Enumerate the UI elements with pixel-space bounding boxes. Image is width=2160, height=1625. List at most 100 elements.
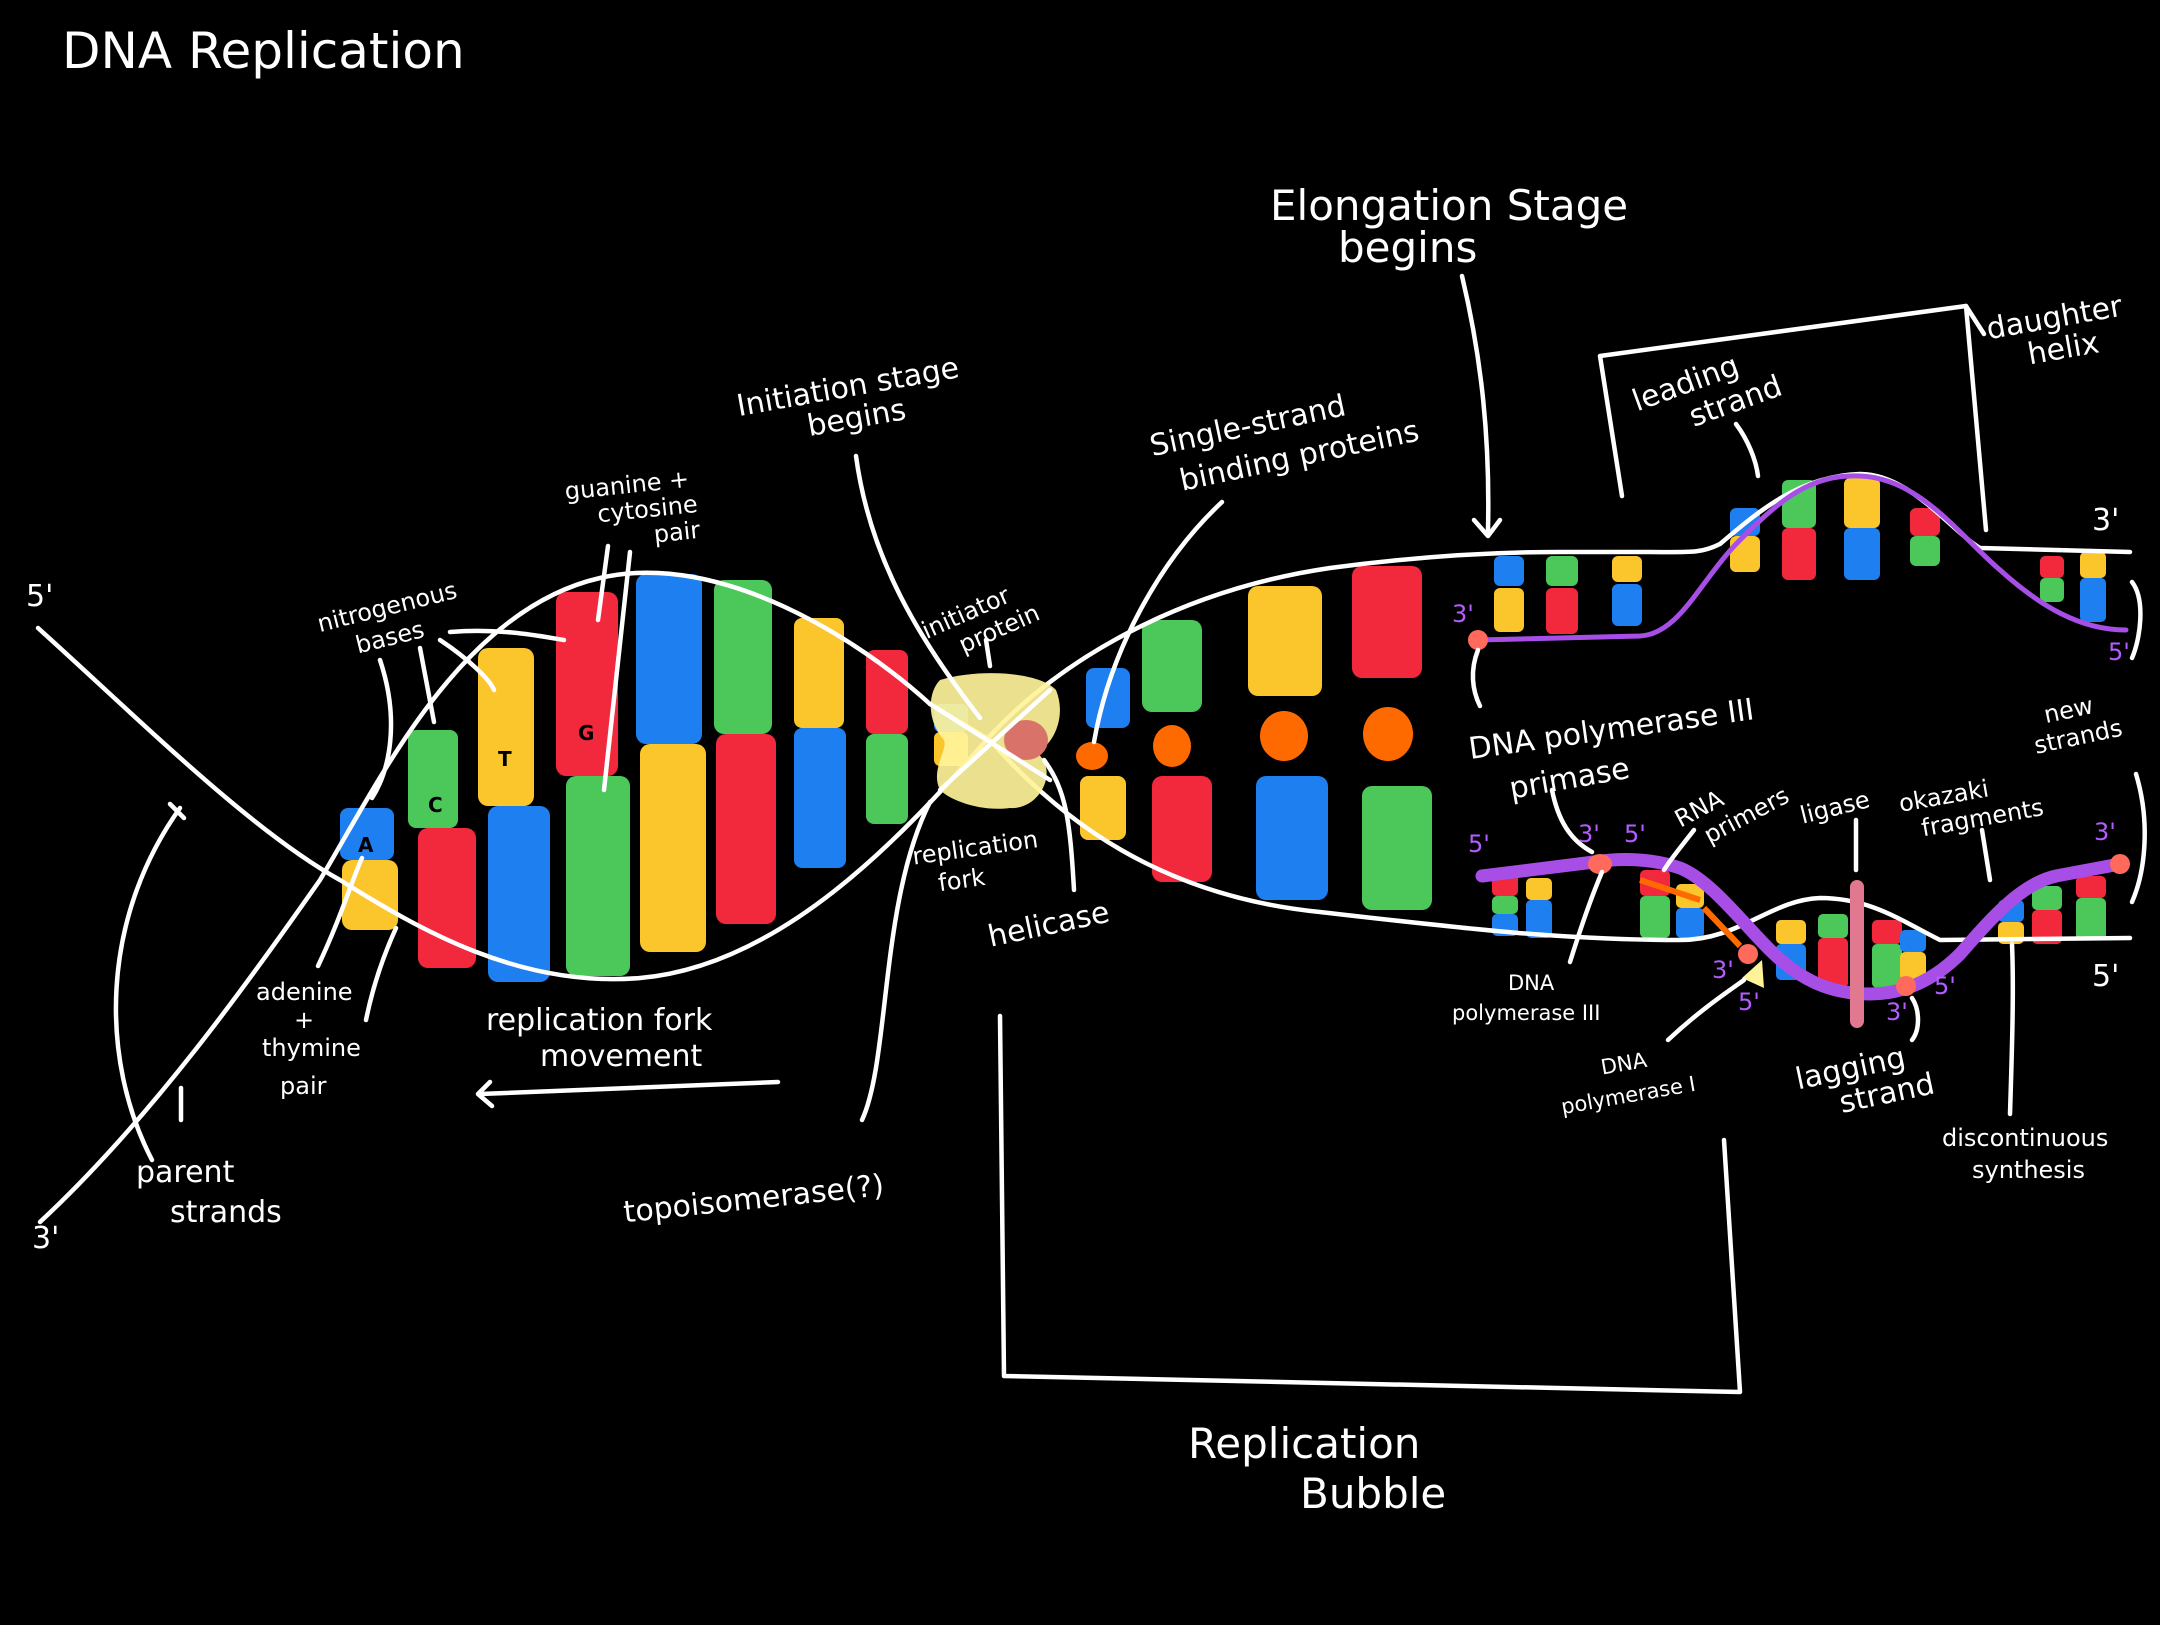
- strand-end-3-right: 3': [2092, 503, 2119, 538]
- base-cytosine: [1640, 896, 1670, 938]
- base-adenine: [1900, 930, 1926, 952]
- base-cytosine: [2032, 886, 2062, 910]
- base-letter-a: A: [358, 833, 374, 857]
- leading-new-strand: [1475, 473, 2129, 643]
- parent-strand-top: [35, 471, 2133, 982]
- base-thymine: [342, 860, 398, 930]
- base-adenine: [488, 806, 550, 982]
- end-label-lag-5: 5': [1468, 830, 1490, 858]
- base-thymine: [1494, 588, 1524, 632]
- label-daughter-helix: daughter helix: [1984, 287, 2140, 378]
- end-label-pol1-5: 5': [1738, 988, 1760, 1016]
- label-nitrogenous-bases: nitrogenous bases: [314, 574, 474, 667]
- base-guanine: [1546, 588, 1578, 634]
- fork-crossing: [937, 687, 1053, 793]
- end-label-leading-3: 3': [1452, 600, 1474, 628]
- base-cytosine: [714, 580, 772, 734]
- rna-primer-segment: [1701, 905, 1743, 949]
- strand-end-3-left: 3': [32, 1221, 59, 1256]
- base-thymine: [1612, 556, 1642, 582]
- pol3-leading-dot: [1468, 630, 1488, 650]
- end-label-lag-right-3: 3': [2094, 818, 2116, 846]
- ssb-protein: [1363, 707, 1413, 761]
- base-adenine: [2080, 578, 2106, 622]
- end-label-ligase-5: 5': [1934, 972, 1956, 1000]
- base-thymine: [1526, 878, 1552, 900]
- label-new-strands: new strands: [2026, 686, 2125, 759]
- end-label-lag-primer-5: 5': [1624, 820, 1646, 848]
- end-label-ligase-3: 3': [1886, 998, 1908, 1026]
- base-cytosine: [1910, 536, 1940, 566]
- label-topoisomerase: topoisomerase(?): [622, 1168, 886, 1230]
- label-discontinuous-synthesis: discontinuous synthesis: [1942, 1124, 2116, 1184]
- base-thymine: [478, 648, 534, 806]
- label-initiation-stage: Initiation stage begins: [734, 349, 977, 456]
- ssb-protein: [1153, 725, 1191, 767]
- base-cytosine: [2040, 578, 2064, 602]
- base-letter-t: T: [498, 747, 512, 771]
- base-guanine: [716, 734, 776, 924]
- base-guanine: [866, 650, 908, 734]
- dna-polymerase-i-shape: [1742, 960, 1764, 988]
- label-rna-primers: RNA primers: [1670, 757, 1794, 858]
- base-cytosine: [1142, 620, 1202, 712]
- ssb-protein: [1076, 742, 1108, 770]
- base-guanine: [2032, 910, 2062, 944]
- lagging-enzymes: [1468, 630, 2130, 1028]
- base-cytosine: [566, 776, 630, 976]
- lagging-new-strand: [1475, 853, 2127, 1001]
- label-dna-polymerase-i: DNA polymerase I: [1554, 1040, 1698, 1119]
- label-okazaki-fragments: okazaki fragments: [1897, 766, 2046, 846]
- base-thymine: [1900, 952, 1926, 980]
- base-thymine: [1730, 536, 1760, 572]
- strand-end-5-left: 5': [26, 579, 53, 614]
- base-thymine: [1080, 776, 1126, 840]
- label-guanine-cytosine-pair: guanine + cytosine pair: [563, 463, 709, 557]
- ssb-protein: [1260, 711, 1308, 761]
- label-helicase: helicase: [985, 895, 1113, 955]
- base-cytosine: [1546, 556, 1578, 586]
- base-cytosine: [408, 730, 458, 828]
- end-label-lag-primer-3: 3': [1578, 820, 1600, 848]
- base-letter-g: G: [578, 721, 594, 745]
- strand-end-5-right: 5': [2092, 959, 2119, 994]
- label-replication-fork-movement: replication fork movement: [486, 1003, 722, 1074]
- base-cytosine: [2076, 898, 2106, 940]
- bubble-bases: [1080, 566, 1432, 910]
- base-thymine: [640, 744, 706, 952]
- base-thymine: [1248, 586, 1322, 696]
- primer-dot: [1738, 944, 1758, 964]
- base-guanine: [1782, 528, 1816, 580]
- helicase-shape: [1004, 720, 1048, 760]
- rna-primer-segment: [1639, 877, 1701, 903]
- parent-helix-bases: A C T G: [340, 574, 968, 982]
- single-strand-binding-proteins: [1076, 707, 1413, 770]
- base-cytosine: [1818, 914, 1848, 938]
- label-dna-polymerase-iii-bottom: DNA polymerase III: [1452, 971, 1600, 1025]
- label-elongation-stage: Elongation Stage begins: [1270, 181, 1641, 272]
- end-label-pol1-3: 3': [1712, 956, 1734, 984]
- primer-dot: [1896, 976, 1916, 996]
- page-title: DNA Replication: [62, 22, 465, 80]
- new-strands: [1475, 473, 2129, 1001]
- base-adenine: [1612, 584, 1642, 626]
- base-cytosine: [1872, 944, 1902, 988]
- base-adenine: [1844, 528, 1880, 580]
- base-guanine: [556, 592, 618, 776]
- ligase-bar: [1850, 880, 1864, 1028]
- base-thymine: [2080, 552, 2106, 578]
- base-adenine: [1494, 556, 1524, 586]
- base-thymine: [794, 618, 844, 728]
- end-label-new-top-5: 5': [2108, 638, 2130, 666]
- daughter-helix-bases: [1730, 478, 2106, 622]
- base-adenine: [1086, 668, 1130, 728]
- base-thymine: [1844, 478, 1880, 528]
- base-guanine: [2040, 556, 2064, 578]
- base-adenine: [794, 728, 846, 868]
- base-guanine: [1910, 508, 1940, 536]
- label-primase: primase: [1507, 751, 1633, 807]
- base-guanine: [1818, 938, 1848, 988]
- primer-dot: [2110, 854, 2130, 874]
